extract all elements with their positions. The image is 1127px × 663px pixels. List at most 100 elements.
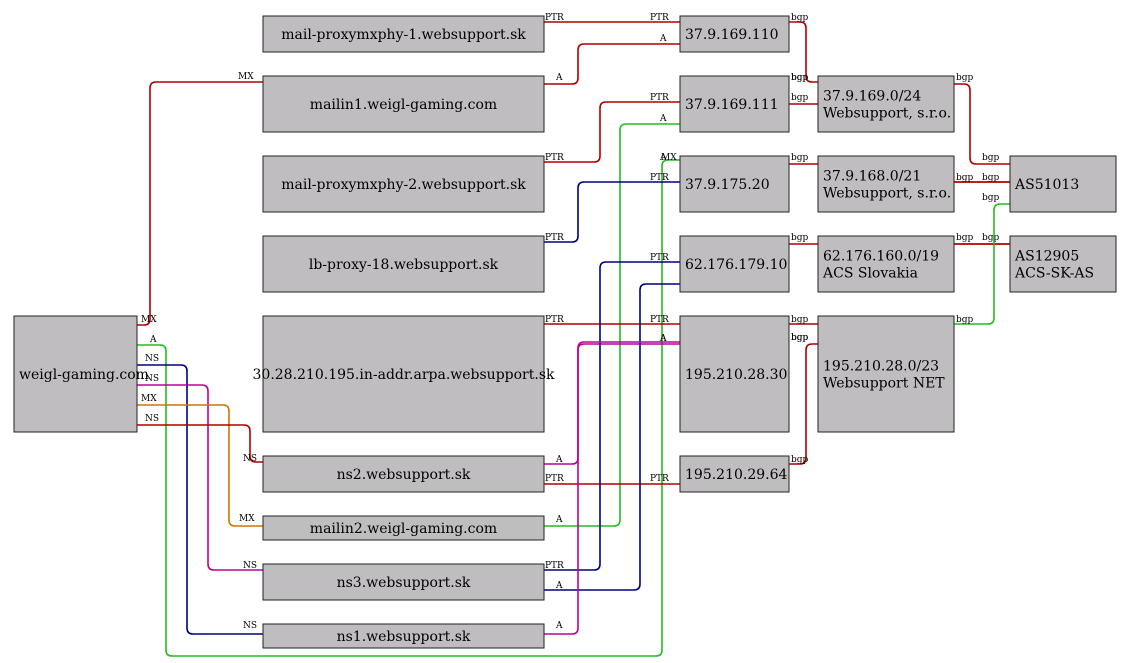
node-ns1[interactable]: ns1.websupport.sk bbox=[262, 623, 545, 649]
edge-label: bgp bbox=[791, 233, 809, 243]
edge-label: PTR bbox=[545, 153, 564, 163]
edge-line bbox=[544, 101, 680, 163]
node-box bbox=[262, 75, 545, 133]
edge-e-ptr-ns3: PTR PTR bbox=[544, 253, 680, 571]
node-mpx1[interactable]: mail-proxymxphy-1.websupport.sk bbox=[262, 15, 545, 53]
node-box bbox=[679, 75, 790, 133]
edge-label: bgp bbox=[982, 193, 1000, 203]
node-ip64[interactable]: 195.210.29.64 bbox=[679, 455, 790, 493]
node-label: mailin2.weigl-gaming.com bbox=[310, 521, 497, 537]
edge-label: PTR bbox=[650, 474, 669, 484]
node-label: 37.9.168.0/21 bbox=[823, 169, 921, 185]
node-box bbox=[679, 155, 790, 213]
edge-label: PTR bbox=[650, 315, 669, 325]
edge-label: bgp bbox=[791, 73, 809, 83]
edge-e-a-mailin2-111: AA bbox=[544, 114, 680, 527]
edge-label: PTR bbox=[545, 561, 564, 571]
edge-label: A bbox=[555, 73, 563, 83]
edge-e-a-mailin1: AA bbox=[544, 34, 680, 85]
node-mailin1[interactable]: mailin1.weigl-gaming.com bbox=[262, 75, 545, 133]
edge-label: MX bbox=[141, 394, 157, 404]
edge-label: PTR bbox=[545, 315, 564, 325]
edge-label: bgp bbox=[791, 333, 809, 343]
node-box bbox=[262, 315, 545, 433]
node-label: ACS-SK-AS bbox=[1014, 266, 1094, 282]
edge-e-bgp-10: bgp bbox=[789, 233, 818, 245]
node-box bbox=[679, 315, 790, 433]
node-label: lb-proxy-18.websupport.sk bbox=[309, 257, 499, 273]
node-mpx2[interactable]: mail-proxymxphy-2.websupport.sk bbox=[262, 155, 545, 213]
edge-e-bgp-111: bgp bgp bbox=[789, 73, 818, 105]
node-ip30[interactable]: 195.210.28.30 bbox=[679, 315, 790, 433]
node-label: 62.176.160.0/19 bbox=[823, 249, 939, 265]
edge-e-a-ns1: AA bbox=[544, 334, 680, 635]
edge-label: MX bbox=[239, 514, 255, 524]
edge-label: PTR bbox=[650, 13, 669, 23]
node-ip111[interactable]: 37.9.169.111 bbox=[679, 75, 790, 133]
node-box bbox=[13, 315, 138, 433]
edge-line bbox=[954, 203, 1010, 325]
edge-label: A bbox=[555, 581, 563, 591]
node-lb18[interactable]: lb-proxy-18.websupport.sk bbox=[262, 235, 545, 293]
edge-label: PTR bbox=[545, 13, 564, 23]
node-label: mail-proxymxphy-2.websupport.sk bbox=[281, 177, 526, 193]
edge-line bbox=[954, 83, 1010, 165]
edge-e-bgp-net28: bgp bgp bbox=[954, 193, 1010, 325]
node-box bbox=[817, 75, 955, 133]
node-label: mailin1.weigl-gaming.com bbox=[310, 97, 497, 113]
edge-label: PTR bbox=[650, 93, 669, 103]
edge-label: MX bbox=[238, 72, 254, 82]
edge-line bbox=[544, 283, 680, 591]
edge-e-ptr-arpa: PTR PTR bbox=[544, 315, 680, 325]
edge-line bbox=[137, 424, 263, 463]
node-box bbox=[679, 15, 790, 53]
node-ns2[interactable]: ns2.websupport.sk bbox=[262, 455, 545, 493]
edge-line bbox=[789, 21, 818, 83]
node-box bbox=[262, 515, 545, 541]
edge-label: A bbox=[659, 114, 667, 124]
node-box bbox=[262, 563, 545, 601]
node-label: 195.210.28.30 bbox=[685, 367, 787, 383]
edge-label: bgp bbox=[791, 333, 809, 343]
node-arpa[interactable]: 30.28.210.195.in-addr.arpa.websupport.sk bbox=[253, 315, 556, 433]
edge-label: NS bbox=[243, 621, 257, 631]
node-ip10[interactable]: 62.176.179.10 bbox=[679, 235, 790, 293]
node-ip20[interactable]: 37.9.175.20 bbox=[679, 155, 790, 213]
node-ip110[interactable]: 37.9.169.110 bbox=[679, 15, 790, 53]
edge-label: PTR bbox=[545, 474, 564, 484]
node-box bbox=[262, 455, 545, 493]
node-label: ACS Slovakia bbox=[822, 266, 918, 282]
edge-label: bgp bbox=[956, 315, 974, 325]
edge-label: PTR bbox=[650, 173, 669, 183]
edge-label: NS bbox=[243, 454, 257, 464]
node-mailin2[interactable]: mailin2.weigl-gaming.com bbox=[262, 515, 545, 541]
node-box bbox=[817, 315, 955, 433]
node-label: ns1.websupport.sk bbox=[337, 629, 471, 645]
node-weigl[interactable]: weigl-gaming.com bbox=[13, 315, 149, 433]
edge-label: A bbox=[555, 455, 563, 465]
node-label: 37.9.169.0/24 bbox=[823, 89, 921, 105]
node-box bbox=[262, 155, 545, 213]
edge-label: bgp bbox=[956, 73, 974, 83]
edge-label: NS bbox=[145, 354, 159, 364]
node-as51013[interactable]: AS51013 bbox=[1009, 155, 1117, 213]
edge-line bbox=[544, 261, 680, 571]
node-box bbox=[679, 455, 790, 493]
edge-e-bgp-30: bgp bgp bbox=[789, 315, 818, 343]
edge-e-mx-mailin2: MX MX bbox=[137, 394, 263, 527]
node-ns3[interactable]: ns3.websupport.sk bbox=[262, 563, 545, 601]
edge-label: bgp bbox=[791, 93, 809, 103]
edge-label: bgp bbox=[791, 315, 809, 325]
